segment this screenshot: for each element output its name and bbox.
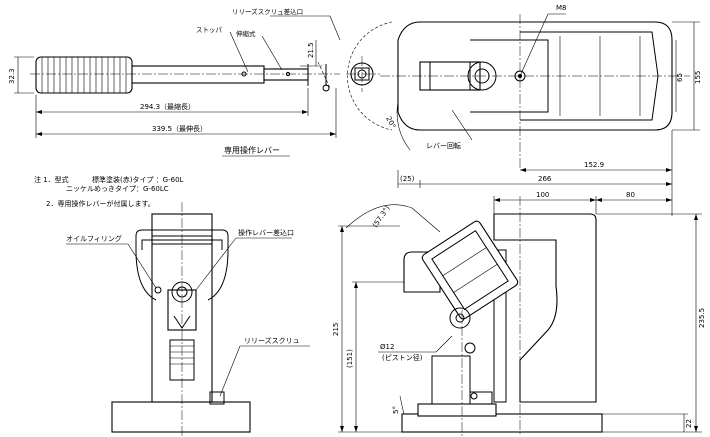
top-view: M8 155 65 152.9 20° レバー回転 <box>347 4 702 176</box>
note-2: 2．専用操作レバーが付属します。 <box>46 199 155 208</box>
height-235-5-dim: 235.5 <box>698 308 706 328</box>
oil-filling-label: オイルフィリング <box>66 234 122 243</box>
front-view: オイルフィリング 操作レバー差込口 リリーズスクリュ <box>66 202 310 436</box>
stopper-label: ストッパ <box>196 26 223 34</box>
base-22-dim: 22 <box>685 419 693 428</box>
angle-20-dim: 20° <box>384 115 397 130</box>
pipe-diameter-dim: 21.5 <box>307 42 315 58</box>
length-266-dim: 266 <box>538 175 552 183</box>
release-screw-label: リリーズスクリュ <box>244 336 300 345</box>
lever-end-view <box>346 56 380 92</box>
release-screw-slot-label: リリーズスクリュ差込口 <box>232 7 303 16</box>
lever-caption: 専用操作レバー <box>224 145 280 155</box>
piston-diameter-label: (ピストン径) <box>382 353 423 362</box>
height-151-dim: (151) <box>346 349 354 368</box>
height-215-dim: 215 <box>332 323 340 336</box>
width-65-dim: 65 <box>676 73 684 82</box>
length-152-9-dim: 152.9 <box>584 161 604 169</box>
width-100-dim: 100 <box>536 191 549 199</box>
note-1-prefix: 注 1．型式 <box>34 175 69 184</box>
lever-rotation-label: レバー回転 <box>426 142 461 150</box>
thread-size-label: M8 <box>556 4 567 12</box>
piston-diameter-dim: Ø12 <box>380 343 394 351</box>
lever-length-long-dim: 339.5（最伸長） <box>152 124 207 133</box>
note-1-type-nickel: ニッケルめっきタイプ：G-60LC <box>66 184 169 193</box>
angle-57-3-dim: (57.3°) <box>371 204 392 229</box>
lever-length-short-dim: 294.3（最縮長） <box>140 102 195 111</box>
offset-25-dim: (25) <box>400 175 415 183</box>
angle-5-dim: 5° <box>392 406 400 414</box>
width-80-dim: 80 <box>626 191 635 199</box>
lever-socket-label: 操作レバー差込口 <box>238 228 294 237</box>
grip-diameter-dim: 32.3 <box>8 68 16 84</box>
operating-lever: 32.3 21.5 294.3（最縮長） 339.5（最伸長） ストッパ 伸縮式… <box>8 7 341 157</box>
notes-block: 注 1．型式 標準塗装(赤)タイプ ：G-60L ニッケルめっきタイプ：G-60… <box>34 175 184 208</box>
telescopic-label: 伸縮式 <box>236 29 256 38</box>
note-1-type-red: 標準塗装(赤)タイプ ：G-60L <box>92 175 184 184</box>
side-view: (25) 266 100 80 (57.3°) 215 (151) <box>332 170 706 436</box>
height-155-dim: 155 <box>694 71 702 84</box>
